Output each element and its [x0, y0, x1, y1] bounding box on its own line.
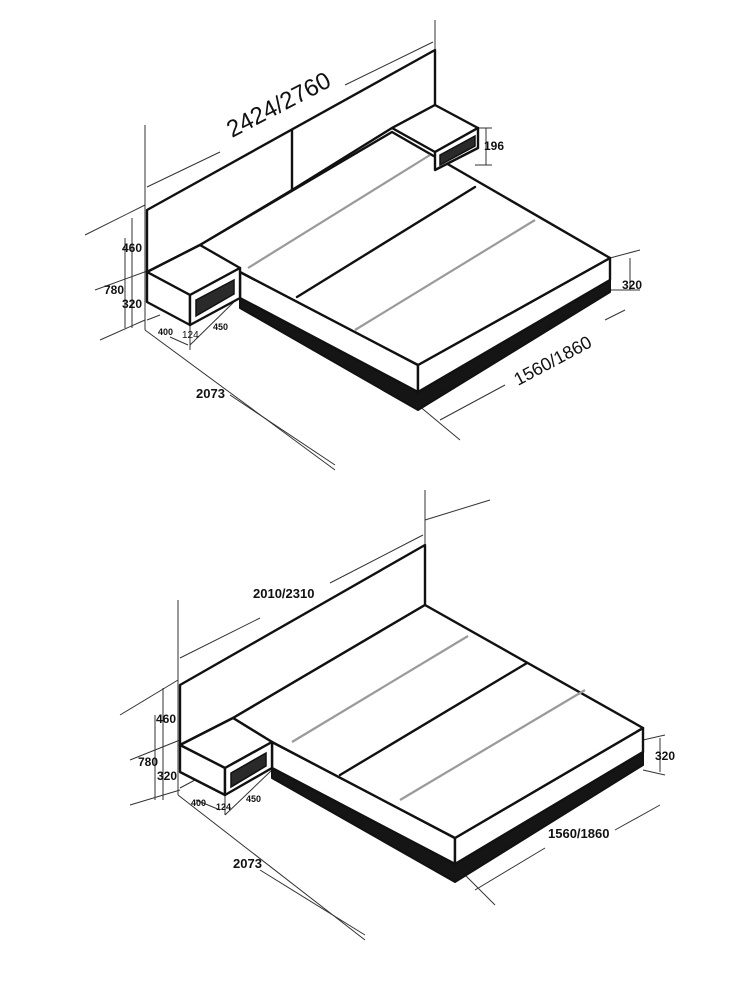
top-bed-length-label: 2073 [196, 386, 225, 401]
bottom-headboard-width-label: 2010/2310 [253, 586, 314, 601]
top-base-height-right-label: 320 [622, 278, 642, 292]
bottom-nightstand-left [178, 716, 274, 797]
top-nightstand-height-label: 196 [484, 139, 504, 153]
bottom-bed-width-label: 1560/1860 [548, 826, 609, 841]
top-nightstand-length-label: 450 [213, 322, 228, 332]
bottom-base-height-right-label: 320 [655, 749, 675, 763]
top-dimension-lines [131, 41, 631, 466]
bottom-bed-length-label: 2073 [233, 856, 262, 871]
bottom-nightstand-gap-label: 124 [216, 802, 231, 812]
top-nightstand-depth-label: 400 [158, 327, 173, 337]
bottom-dimension-lines [162, 534, 661, 936]
bottom-nightstand-length-label: 450 [246, 794, 261, 804]
bottom-base-height-left-label: 320 [157, 769, 177, 783]
bottom-total-height-label: 780 [138, 755, 158, 769]
bottom-bed-drawing: 2010/2310 1560/1860 2073 460 780 320 320… [119, 490, 675, 941]
bottom-headboard-height-label: 460 [156, 712, 176, 726]
top-nightstand-gap-label: 124 [182, 330, 199, 341]
top-headboard-height-label: 460 [122, 241, 142, 255]
top-base-height-left-label: 320 [122, 297, 142, 311]
top-bed-drawing: 2424/2760 1560/1860 2073 460 780 320 320… [84, 20, 642, 471]
bottom-nightstand-depth-label: 400 [191, 798, 206, 808]
top-nightstand-left [145, 243, 242, 327]
top-nightstand-right [390, 103, 480, 172]
top-total-height-label: 780 [104, 283, 124, 297]
